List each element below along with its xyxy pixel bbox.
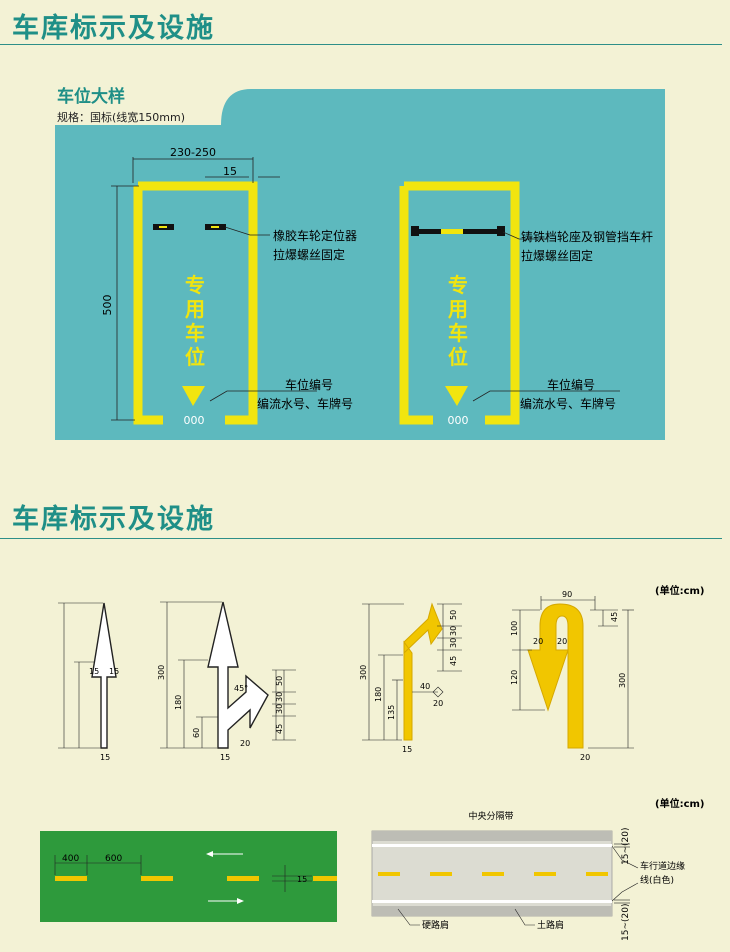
lane-dash-4 bbox=[313, 876, 337, 881]
green-lane-panel: 400 600 15 bbox=[40, 831, 337, 922]
title-rule-2 bbox=[0, 538, 722, 539]
st-dim-300: 300 bbox=[157, 665, 166, 680]
turn-dim-180: 180 bbox=[374, 687, 383, 702]
dim-length: 500 bbox=[101, 295, 114, 316]
section-title-1: 车库标示及设施 bbox=[12, 13, 215, 44]
st-dim-50: 50 bbox=[275, 676, 284, 686]
left-number-label-1: 车位编号 bbox=[285, 377, 333, 392]
right-stall: 铸铁档轮座及钢管挡车杆 拉爆螺丝固定 专 用 车 位 000 车位编号 编流水号… bbox=[399, 181, 653, 427]
st-dim-15: 15 bbox=[220, 753, 230, 762]
lane-dash-2 bbox=[141, 876, 173, 881]
green-dim-400: 400 bbox=[62, 854, 79, 864]
uturn-dim-100: 100 bbox=[510, 621, 519, 636]
right-stall-number: 000 bbox=[448, 414, 469, 427]
st-dim-30a: 30 bbox=[275, 692, 284, 702]
straight-arrow: 15 15 15 bbox=[58, 602, 119, 762]
left-device-label-2: 拉爆螺丝固定 bbox=[273, 247, 345, 262]
lane-dash-1 bbox=[55, 876, 87, 881]
edge-line-top bbox=[372, 844, 612, 847]
uturn-arrow: 90 100 45 20 20 120 300 20 bbox=[510, 590, 634, 762]
straight-dim-3: 15 bbox=[100, 753, 110, 762]
right-reserved-char-4: 位 bbox=[448, 345, 468, 369]
left-reserved-char-2: 用 bbox=[185, 297, 205, 321]
uturn-dim-20b: 20 bbox=[557, 637, 567, 646]
green-dim-600: 600 bbox=[105, 854, 122, 864]
lane-unit-label: (单位:cm) bbox=[655, 797, 705, 810]
dim-line-width: 15 bbox=[223, 165, 237, 178]
left-stall-number: 000 bbox=[184, 414, 205, 427]
dim-width: 230-250 bbox=[170, 146, 216, 159]
straight-dim-2: 15 bbox=[109, 667, 119, 676]
soil-shoulder-label: 土路肩 bbox=[537, 919, 564, 931]
right-reserved-char-2: 用 bbox=[448, 297, 468, 321]
turn-dim-20: 20 bbox=[433, 699, 443, 708]
right-device-label-2: 拉爆螺丝固定 bbox=[521, 248, 593, 263]
left-stall-lines bbox=[133, 181, 258, 425]
turn-dim-300: 300 bbox=[359, 665, 368, 680]
edge-dim-top: 15~(20) bbox=[621, 828, 631, 865]
section-title-2: 车库标示及设施 bbox=[12, 504, 215, 535]
left-reserved-char-3: 车 bbox=[185, 321, 205, 345]
edge-label-2: 线(白色) bbox=[640, 874, 674, 886]
right-reserved-char-1: 专 bbox=[448, 273, 468, 297]
st-dim-180: 180 bbox=[174, 695, 183, 710]
lane-dash-3 bbox=[227, 876, 259, 881]
st-dim-60: 60 bbox=[192, 728, 201, 738]
uturn-dim-20c: 20 bbox=[580, 753, 590, 762]
straight-dim-1: 15 bbox=[89, 667, 99, 676]
uturn-dim-120: 120 bbox=[510, 670, 519, 685]
edge-line-bottom bbox=[372, 900, 612, 903]
right-number-label-1: 车位编号 bbox=[547, 377, 595, 392]
road-dash-5 bbox=[586, 872, 608, 876]
uturn-dim-45: 45 bbox=[610, 612, 619, 622]
turn-dim-30b: 30 bbox=[449, 638, 458, 648]
right-reserved-char-3: 车 bbox=[448, 321, 468, 345]
left-number-label-2: 编流水号、车牌号 bbox=[257, 396, 353, 411]
left-stall: 230-250 15 500 橡胶车轮定位器 拉爆螺丝固定 专 用 车 位 00… bbox=[101, 146, 357, 427]
road-dash-3 bbox=[482, 872, 504, 876]
straight-turn-arrow: 300 180 60 50 30 30 45 45° 20 15 bbox=[157, 601, 296, 762]
left-reserved-char-1: 专 bbox=[185, 273, 205, 297]
green-dim-15: 15 bbox=[297, 875, 307, 884]
parking-stall-panel: 车位大样 规格：国标(线宽150mm) 230-250 15 500 橡胶车轮定… bbox=[55, 85, 665, 440]
turn-dim-15: 15 bbox=[402, 745, 412, 754]
st-dim-30b: 30 bbox=[275, 704, 284, 714]
right-number-label-2: 编流水号、车牌号 bbox=[520, 396, 616, 411]
st-dim-20: 20 bbox=[240, 739, 250, 748]
st-angle-45: 45° bbox=[234, 684, 248, 693]
right-triangle-marker bbox=[445, 386, 468, 406]
lane-markings: (单位:cm) 400 600 15 中央分隔带 bbox=[40, 797, 705, 941]
left-device-label-1: 橡胶车轮定位器 bbox=[273, 228, 357, 243]
panel-tab bbox=[55, 85, 221, 125]
edge-dim-bottom: 15~(20) bbox=[621, 904, 631, 941]
edge-label-1: 车行道边缘 bbox=[640, 860, 685, 872]
panel-heading: 车位大样 bbox=[57, 86, 125, 107]
left-reserved-char-4: 位 bbox=[185, 345, 205, 369]
right-device-label-1: 铸铁档轮座及钢管挡车杆 bbox=[521, 229, 653, 244]
uturn-dim-90: 90 bbox=[562, 590, 572, 599]
turn-dim-45: 45 bbox=[449, 656, 458, 666]
road-panel: 中央分隔带 15~(20) 车行道边缘 线(白色) 15~(20) 硬路肩 土路… bbox=[371, 810, 685, 941]
arrow-markings: (单位:cm) 15 15 15 300 180 60 50 30 30 bbox=[58, 584, 705, 762]
st-dim-45: 45 bbox=[275, 724, 284, 734]
median-label: 中央分隔带 bbox=[468, 810, 513, 822]
left-triangle-marker bbox=[182, 386, 205, 406]
turn-dim-40: 40 bbox=[420, 682, 430, 691]
uturn-dim-20a: 20 bbox=[533, 637, 543, 646]
hard-shoulder-label: 硬路肩 bbox=[422, 919, 449, 931]
title-rule-1 bbox=[0, 44, 722, 45]
arrow-unit-label: (单位:cm) bbox=[655, 584, 705, 597]
road-dash-4 bbox=[534, 872, 556, 876]
turn-dim-50: 50 bbox=[449, 610, 458, 620]
turn-dim-30a: 30 bbox=[449, 626, 458, 636]
turn-arrow: 300 180 135 50 30 30 45 40 20 15 bbox=[359, 602, 462, 754]
road-dash-1 bbox=[378, 872, 400, 876]
turn-dim-135: 135 bbox=[387, 705, 396, 720]
right-stall-lines bbox=[399, 181, 520, 425]
uturn-dim-300: 300 bbox=[618, 673, 627, 688]
panel-spec: 规格：国标(线宽150mm) bbox=[57, 110, 185, 124]
road-dash-2 bbox=[430, 872, 452, 876]
